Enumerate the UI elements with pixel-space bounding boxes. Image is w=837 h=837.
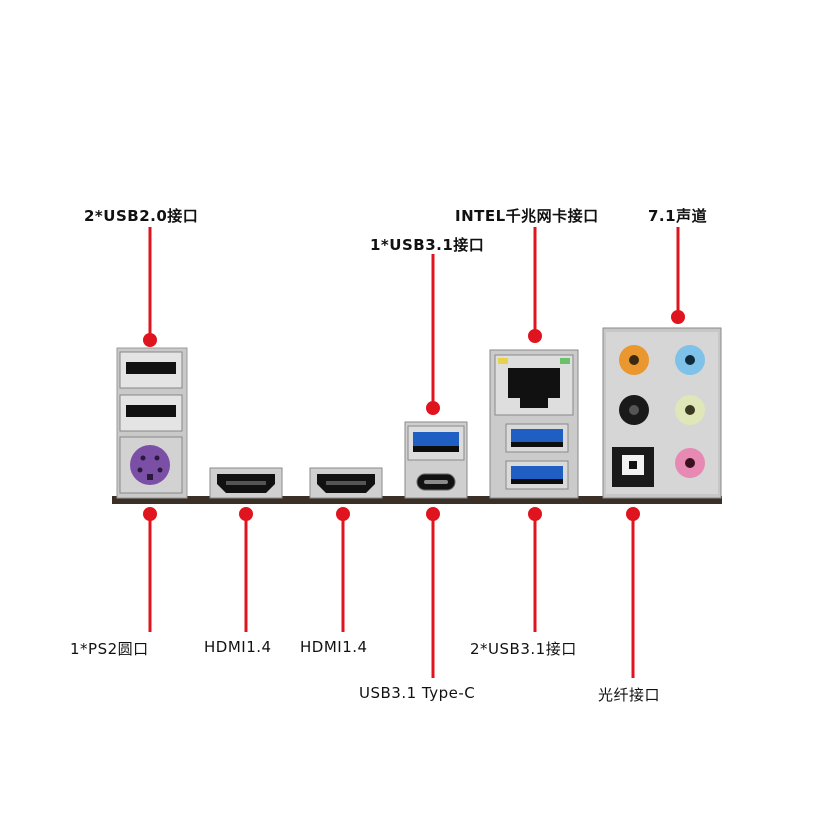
label-hdmi-a: HDMI1.4: [204, 638, 272, 656]
label-usb20: 2*USB2.0接口: [84, 207, 199, 225]
leader-lines: [143, 227, 685, 678]
label-usb31-typec: USB3.1 Type-C: [359, 684, 476, 702]
usb31-port-1: [511, 429, 563, 442]
label-ps2: 1*PS2圆口: [70, 640, 149, 658]
lan-usb31-stack: [489, 349, 579, 499]
usb31-port-blue: [413, 432, 459, 446]
hdmi-port-b: [309, 467, 383, 499]
label-optical: 光纤接口: [598, 686, 661, 704]
label-usb31-double: 2*USB3.1接口: [470, 640, 577, 658]
ps2-port: [130, 445, 170, 485]
usb31-port-2: [511, 466, 563, 479]
rj45-port: [508, 368, 560, 408]
label-hdmi-b: HDMI1.4: [300, 638, 368, 656]
usb2-port-bottom-tongue: [126, 405, 176, 417]
usb31-typec-stack: [404, 421, 468, 499]
hdmi-port-a: [209, 467, 283, 499]
usb2-ps2-stack: [116, 347, 188, 499]
audio-stack: [602, 327, 722, 499]
board-edge: [112, 496, 722, 504]
usb2-port-top-tongue: [126, 362, 176, 374]
label-usb31-top: 1*USB3.1接口: [370, 236, 485, 254]
label-intel-lan: INTEL千兆网卡接口: [455, 207, 599, 225]
label-audio71: 7.1声道: [648, 207, 708, 225]
